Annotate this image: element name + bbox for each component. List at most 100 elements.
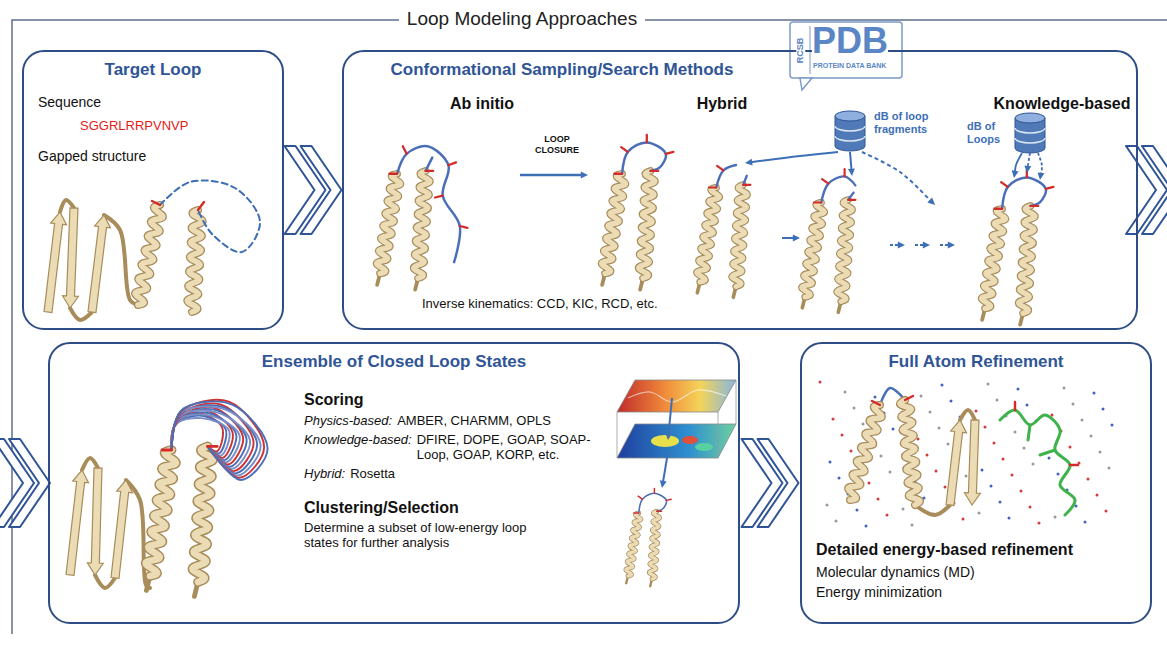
loop-chain [1002,177,1046,208]
database-icon [1015,113,1045,123]
gap-line [160,180,260,252]
protein-model [602,135,674,290]
panel-heading: Conformational Sampling/Search Methods [391,60,734,80]
water-dot [1029,506,1032,509]
side-chain [448,162,456,165]
panel-heading: Ensemble of Closed Loop States [262,352,527,372]
side-chain [615,173,623,175]
helix-ribbon [732,185,748,287]
panel-text: Detailed energy-based refinement [816,540,1073,559]
helix-ribbon [982,209,1006,309]
coil [126,480,150,588]
protein-model [377,146,468,290]
panel-text: Inverse kinematics: CCD, KIC, RCD, etc. [422,296,658,312]
water-dot [1026,404,1029,407]
water-dot [868,482,871,485]
energy-landscape [736,380,737,424]
water-dot [1084,521,1087,524]
panel-text: Knowledge-based [994,94,1131,113]
ligand [1028,425,1030,440]
database-icon [835,111,865,121]
pdb-logo [800,78,812,90]
water-dot [993,442,996,445]
water-dot [929,411,932,414]
side-chain [460,226,468,228]
database-icon [835,111,865,151]
water-dot [1063,387,1066,390]
water-dot [911,524,914,527]
side-chain [1014,402,1016,410]
helix-ribbon [837,200,853,302]
arrow-head [1012,170,1019,178]
arrow-head [1024,165,1031,173]
water-dot [1023,447,1026,450]
diagram-title: Loop Modeling Approaches [399,8,645,31]
flow-arrow [663,452,668,482]
side-chain [638,496,642,499]
water-dot [1014,431,1017,434]
water-dot [1102,408,1105,411]
loop-ensemble [172,412,237,460]
water-dot [1048,457,1051,460]
water-dot [984,426,987,429]
water-dot [829,461,832,464]
helix-ribbon [377,174,401,274]
arrow-head [948,242,955,249]
flow-arrow [1028,153,1030,167]
arrow-head [665,432,672,440]
helix-ribbon [187,210,203,312]
panel-text: AMBER, CHARMM, OPLS [397,413,551,429]
panel-text: Energy minimization [816,584,942,601]
panel-text: dB of loop fragments [874,110,938,136]
helix-ribbon [146,450,176,576]
side-chain [621,147,628,152]
side-chain [995,208,1003,210]
water-dot [1054,516,1057,519]
water-dot [944,486,947,489]
helix-ribbon [414,171,430,278]
side-chain [844,169,846,176]
helix-ribbon [187,210,203,312]
helix-ribbon [146,450,176,576]
loop-ensemble [172,400,264,478]
ligand [1000,410,1075,515]
loop-ensemble [172,409,247,467]
water-dot [1093,392,1096,395]
panel-text: Scoring [304,390,364,409]
energy-landscape [682,436,698,444]
side-chain [848,199,855,201]
water-dot [844,391,847,394]
water-dot [1096,494,1099,497]
loop-chain [716,165,736,188]
panel-text: SGGRLRRPVNVP [80,118,188,134]
ligand [1040,450,1055,455]
helix-ribbon [900,400,920,505]
water-dot [1008,517,1011,520]
water-dot [838,477,841,480]
panel-text: DFIRE, DOPE, GOAP, SOAP-Loop, GOAP, KORP… [417,432,595,463]
beta-strand [946,420,967,505]
beta-strand [66,470,89,575]
side-chain [435,196,443,198]
stage-panel: Full Atom RefinementDetailed energy-base… [800,342,1152,624]
loop-ensemble [172,403,254,471]
beta-strand [964,420,980,505]
arrow-head [581,172,588,179]
arrow-head [898,242,905,249]
helix-ribbon [414,171,430,278]
logo-text: PROTEIN DATA BANK [813,62,886,69]
loop-ensemble [172,405,257,473]
panel-text: Knowledge-based: [304,432,412,448]
helix-ribbon [802,203,825,298]
stage-panel: Target LoopSequenceSGGRLRRPVNVPGapped st… [22,50,284,330]
water-dot [926,454,929,457]
loop-ensemble [172,414,240,462]
flow-arrow [1015,153,1022,172]
water-dot [853,407,856,410]
side-chain [646,135,648,143]
water-dot [1017,388,1020,391]
protein-model [802,169,856,312]
side-chain [198,202,204,210]
loop-chain [622,142,666,173]
logo-text: PDB [812,23,888,59]
